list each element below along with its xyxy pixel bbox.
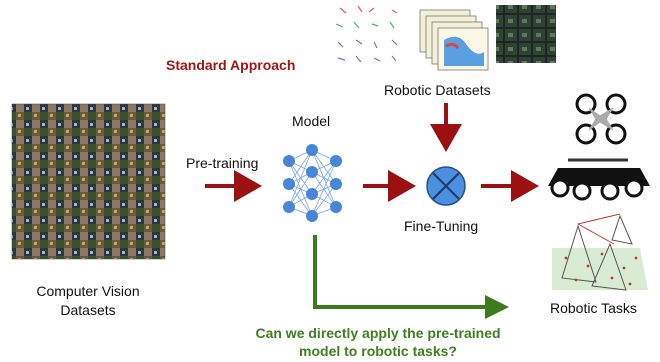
standard-approach-title: Standard Approach	[166, 57, 296, 73]
network-edge	[311, 149, 337, 185]
stacked-scans-icon	[419, 9, 489, 71]
network-edge	[288, 149, 313, 208]
cv-datasets-line-1: Computer Vision	[36, 283, 140, 299]
cv-datasets-line-2: Datasets	[60, 302, 116, 318]
point-cloud-icon	[335, 5, 398, 63]
network-edge	[288, 171, 313, 208]
network-edge	[288, 183, 313, 217]
pre-training-label: Pre-training	[186, 155, 259, 171]
network-edge	[311, 149, 337, 208]
model-label: Model	[292, 113, 331, 129]
image-grid-thumbnail	[11, 103, 166, 260]
network-edge	[311, 160, 337, 217]
network-edge	[288, 149, 313, 185]
dark-image-grid-icon	[496, 5, 556, 63]
network-edge	[311, 160, 337, 195]
robotic-tasks-label: Robotic Tasks	[550, 300, 637, 316]
question-line-1: Can we directly apply the pre-trained	[255, 325, 501, 341]
neural-network-icon	[283, 144, 342, 222]
multi-view-cameras-icon	[552, 213, 648, 291]
network-edge	[311, 183, 337, 217]
drone-icon	[575, 93, 627, 145]
question-text: Can we directly apply the pre-trained mo…	[218, 324, 538, 360]
computer-vision-datasets-label: Computer Vision Datasets	[28, 282, 148, 320]
question-line-2: model to robotic tasks?	[299, 343, 457, 359]
fine-tune-circle-x-icon	[426, 166, 466, 206]
network-edge	[288, 160, 313, 217]
robot-rover-icon	[548, 158, 650, 201]
fine-tuning-label: Fine-Tuning	[404, 218, 479, 234]
robotic-datasets-label: Robotic Datasets	[384, 82, 491, 98]
